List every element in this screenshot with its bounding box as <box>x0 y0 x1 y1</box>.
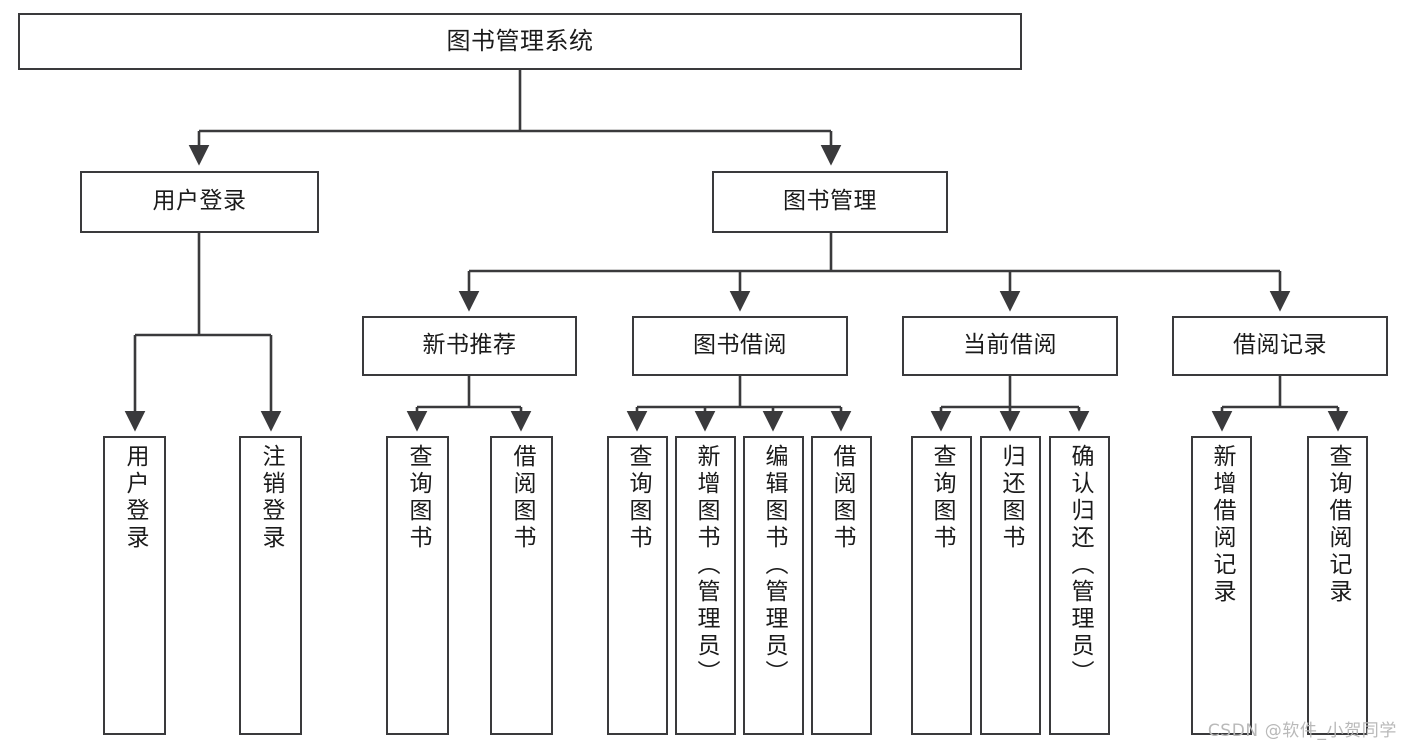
node-leaf-borrow-query-book[interactable]: 查询图书 <box>607 436 668 735</box>
node-user-login[interactable]: 用户登录 <box>80 171 319 233</box>
node-leaf-user-logout[interactable]: 注销登录 <box>239 436 302 735</box>
node-label: 新增借阅记录 <box>1209 444 1235 606</box>
node-label: 查询借阅记录 <box>1325 444 1351 606</box>
node-label: 图书管理系统 <box>446 27 594 56</box>
node-leaf-borrow-borrow-book[interactable]: 借阅图书 <box>811 436 872 735</box>
node-label: 当前借阅 <box>963 332 1057 359</box>
node-label: 用户登录 <box>152 188 247 215</box>
node-leaf-current-query-book[interactable]: 查询图书 <box>911 436 972 735</box>
node-label: 用户登录 <box>122 444 148 552</box>
node-book-management[interactable]: 图书管理 <box>712 171 948 233</box>
node-label: 借阅图书 <box>509 444 535 552</box>
node-leaf-borrow-edit-book[interactable]: 编辑图书（管理员） <box>743 436 804 735</box>
node-current-borrow[interactable]: 当前借阅 <box>902 316 1118 376</box>
node-leaf-record-add[interactable]: 新增借阅记录 <box>1191 436 1252 735</box>
node-leaf-borrow-add-book[interactable]: 新增图书（管理员） <box>675 436 736 735</box>
node-leaf-user-login[interactable]: 用户登录 <box>103 436 166 735</box>
csdn-watermark: CSDN @软件_小贺同学 <box>1207 721 1397 741</box>
node-new-book-recommend[interactable]: 新书推荐 <box>362 316 577 376</box>
node-label: 图书管理 <box>783 188 877 215</box>
node-borrow-record[interactable]: 借阅记录 <box>1172 316 1388 376</box>
node-label: 新书推荐 <box>422 332 517 359</box>
node-label: 图书借阅 <box>693 332 787 359</box>
node-label: 确认归还（管理员） <box>1067 444 1093 687</box>
node-leaf-current-return-book[interactable]: 归还图书 <box>980 436 1041 735</box>
node-label: 注销登录 <box>258 444 284 552</box>
node-label: 编辑图书（管理员） <box>761 444 787 687</box>
node-leaf-record-query[interactable]: 查询借阅记录 <box>1307 436 1368 735</box>
node-book-borrow[interactable]: 图书借阅 <box>632 316 848 376</box>
node-label: 查询图书 <box>405 444 431 552</box>
node-leaf-new-book-query[interactable]: 查询图书 <box>386 436 449 735</box>
node-label: 归还图书 <box>998 444 1024 552</box>
node-label: 查询图书 <box>929 444 955 552</box>
node-label: 查询图书 <box>625 444 651 552</box>
node-label: 借阅记录 <box>1233 332 1327 359</box>
node-label: 新增图书（管理员） <box>693 444 719 687</box>
node-root-book-management-system[interactable]: 图书管理系统 <box>18 13 1022 70</box>
node-label: 借阅图书 <box>829 444 855 552</box>
node-leaf-current-confirm-return[interactable]: 确认归还（管理员） <box>1049 436 1110 735</box>
node-leaf-new-book-borrow[interactable]: 借阅图书 <box>490 436 553 735</box>
